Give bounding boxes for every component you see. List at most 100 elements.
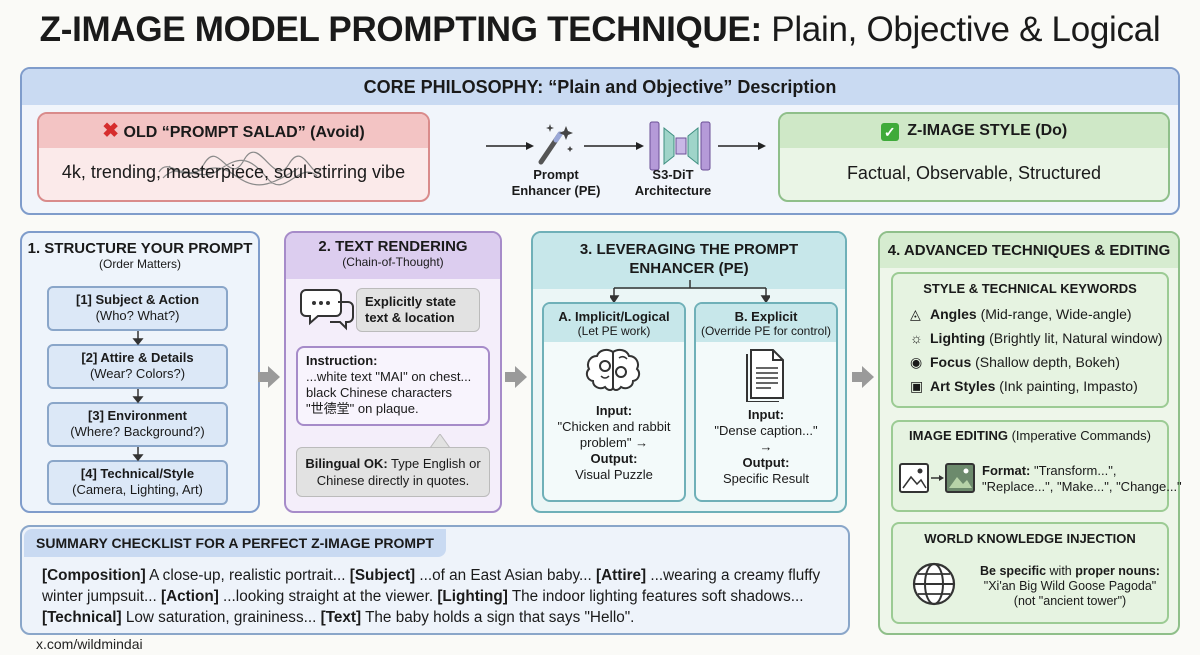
step-title: [4] Technical/Style	[80, 466, 195, 481]
old-prompt-salad-box: ✖ OLD “PROMPT SALAD” (Avoid) 4k, trendin…	[37, 112, 430, 202]
explicit-output-label: Output:	[742, 455, 790, 470]
down-arrow-icon	[132, 454, 144, 462]
title-light: Plain, Objective & Logical	[771, 10, 1161, 49]
implicit-title: A. Implicit/Logical	[558, 309, 670, 324]
magic-wand-icon	[538, 124, 573, 165]
summary-text-part: The indoor lighting features soft shadow…	[507, 588, 804, 605]
page-title: Z-IMAGE MODEL PROMPTING TECHNIQUE: Plain…	[0, 10, 1200, 50]
step-desc: (Camera, Lighting, Art)	[72, 482, 203, 497]
bilingual-line-2: Chinese directly in quotes.	[316, 473, 470, 488]
instruction-box: Instruction: ...white text "MAI" on ches…	[296, 346, 490, 426]
text-rendering-header: 2. TEXT RENDERING (Chain-of-Thought)	[286, 233, 500, 279]
keywords-box: STYLE & TECHNICAL KEYWORDS	[891, 272, 1169, 408]
scribble-icon	[158, 151, 322, 186]
down-arrow-icon	[610, 295, 620, 304]
summary-tag: [Text]	[320, 609, 362, 626]
summary-text: [Composition] A close-up, realistic port…	[42, 565, 842, 628]
flow-arrow-2-head	[636, 142, 644, 150]
pe-label: Prompt Enhancer (PE)	[501, 167, 611, 199]
keyword-rest: (Mid-range, Wide-angle)	[976, 306, 1132, 322]
world-bold-1: Be specific	[980, 564, 1047, 578]
summary-tag: [Technical]	[42, 609, 122, 626]
summary-tag: [Subject]	[349, 567, 416, 584]
chat-bubbles-icon	[300, 289, 354, 331]
world-knowledge-heading: WORLD KNOWLEDGE INJECTION	[924, 531, 1136, 546]
step-title: [3] Environment	[88, 408, 187, 423]
enhancer-header: 3. LEVERAGING THE PROMPT ENHANCER (PE)	[533, 233, 845, 289]
old-prompt-salad-body: 4k, trending, masterpiece, soul-stirring…	[39, 151, 428, 186]
gray-arrow-icon	[258, 366, 280, 388]
keyword-bold: Art Styles	[930, 378, 996, 394]
implicit-sub: (Let PE work)	[577, 324, 651, 338]
summary-heading: SUMMARY CHECKLIST FOR A PERFECT Z-IMAGE …	[24, 529, 446, 557]
architecture-label-line-1: S3-DiT	[652, 167, 694, 182]
world-bold-2: proper nouns:	[1075, 564, 1160, 578]
image-icon: ▣	[910, 378, 924, 394]
structure-step-3: [3] Environment (Where? Background?)	[47, 402, 228, 447]
down-arrow-icon	[132, 338, 144, 346]
architecture-icon	[649, 121, 711, 171]
summary-line-3: [Technical] Low saturation, graininess..…	[42, 607, 842, 628]
world-knowledge-text: Be specific with proper nouns: "Xi'an Bi…	[970, 564, 1170, 609]
image-transform-icon	[899, 463, 975, 493]
keyword-bold: Angles	[930, 306, 977, 322]
step-title: [2] Attire & Details	[81, 350, 194, 365]
keyword-angles: ◬Angles (Mid-range, Wide-angle)	[910, 306, 1132, 323]
down-arrow-icon	[132, 396, 144, 404]
summary-tag: [Attire]	[596, 567, 647, 584]
image-editing-heading: IMAGE EDITING (Imperative Commands)	[893, 428, 1167, 443]
enhancer-heading-line-1: 3. LEVERAGING THE PROMPT	[579, 241, 799, 258]
structure-sub: (Order Matters)	[98, 257, 181, 271]
explicit-title: B. Explicit	[734, 309, 798, 324]
keyword-bold: Focus	[930, 354, 972, 370]
focus-icon: ◉	[910, 354, 923, 370]
explicit-sub: (Override PE for control)	[700, 324, 832, 338]
structure-step-2: [2] Attire & Details (Wear? Colors?)	[47, 344, 228, 389]
advanced-heading: 4. ADVANCED TECHNIQUES & EDITING	[880, 233, 1178, 268]
keyword-lighting: ☼Lighting (Brightly lit, Natural window)	[910, 330, 1163, 347]
old-prompt-salad-title: OLD “PROMPT SALAD” (Avoid)	[123, 124, 365, 141]
keyword-rest: (Shallow depth, Bokeh)	[971, 354, 1120, 370]
footer-credit[interactable]: x.com/wildmindai	[36, 636, 143, 652]
summary-text-part: ...of an East Asian baby...	[415, 567, 596, 584]
bilingual-note: Bilingual OK: Type English or Chinese di…	[296, 447, 490, 497]
format-line-2: "Replace...", "Make...", "Change..."	[982, 479, 1182, 494]
structure-step-arrows	[132, 331, 144, 462]
z-image-style-box: ✓ Z-IMAGE STYLE (Do) Factual, Observable…	[778, 112, 1170, 202]
step-desc: (Who? What?)	[95, 308, 180, 323]
explicit-arrow: →	[759, 439, 773, 454]
world-line-2: "Xi'an Big Wild Goose Pagoda"	[983, 579, 1157, 593]
structure-step-1: [1] Subject & Action (Who? What?)	[47, 286, 228, 331]
bilingual-bold: Bilingual OK:	[305, 456, 388, 471]
old-prompt-salad-text: 4k, trending, masterpiece, soul-stirring…	[61, 162, 406, 182]
structure-heading: 1. STRUCTURE YOUR PROMPT	[27, 240, 253, 257]
bilingual-line-1: Type English or	[387, 456, 481, 471]
callout-line-1: Explicitly state	[365, 294, 457, 309]
architecture-label-line-2: Architecture	[634, 183, 712, 198]
summary-line-2: winter jumpsuit... [Action] ...looking s…	[42, 586, 842, 607]
summary-text-part: The baby holds a sign that says "Hello".	[361, 609, 635, 626]
pe-label-line-2: Enhancer (PE)	[511, 183, 601, 198]
step-desc: (Where? Background?)	[70, 424, 205, 439]
core-philosophy-heading: CORE PHILOSOPHY: “Plain and Objective” D…	[22, 69, 1178, 105]
text-rendering-heading: 2. TEXT RENDERING	[318, 238, 468, 255]
callout-line-2: text & location	[365, 310, 455, 325]
image-editing-format: Format: "Transform...", "Replace...", "M…	[982, 463, 1182, 495]
green-check-icon: ✓	[880, 123, 899, 141]
keyword-rest: (Brightly lit, Natural window)	[985, 330, 1163, 346]
keyword-rest: (Ink painting, Impasto)	[995, 378, 1138, 394]
gray-arrow-icon	[505, 366, 527, 388]
keyword-bold: Lighting	[930, 330, 986, 346]
document-icon	[746, 349, 784, 403]
text-rendering-sub: (Chain-of-Thought)	[342, 255, 444, 269]
explicit-input-label: Input:	[747, 407, 785, 422]
format-bold: Format:	[982, 463, 1031, 478]
implicit-input-label: Input:	[595, 403, 633, 418]
gray-arrow-icon	[852, 366, 874, 388]
keyword-focus: ◉ Focus (Shallow depth, Bokeh)	[910, 354, 1120, 371]
enhancer-heading-line-2: ENHANCER (PE)	[629, 260, 749, 277]
world-line-3: (not "ancient tower")	[1013, 594, 1127, 608]
flow-arrow-1-head	[526, 142, 534, 150]
down-arrow-icon	[760, 295, 770, 304]
globe-icon	[912, 562, 956, 606]
